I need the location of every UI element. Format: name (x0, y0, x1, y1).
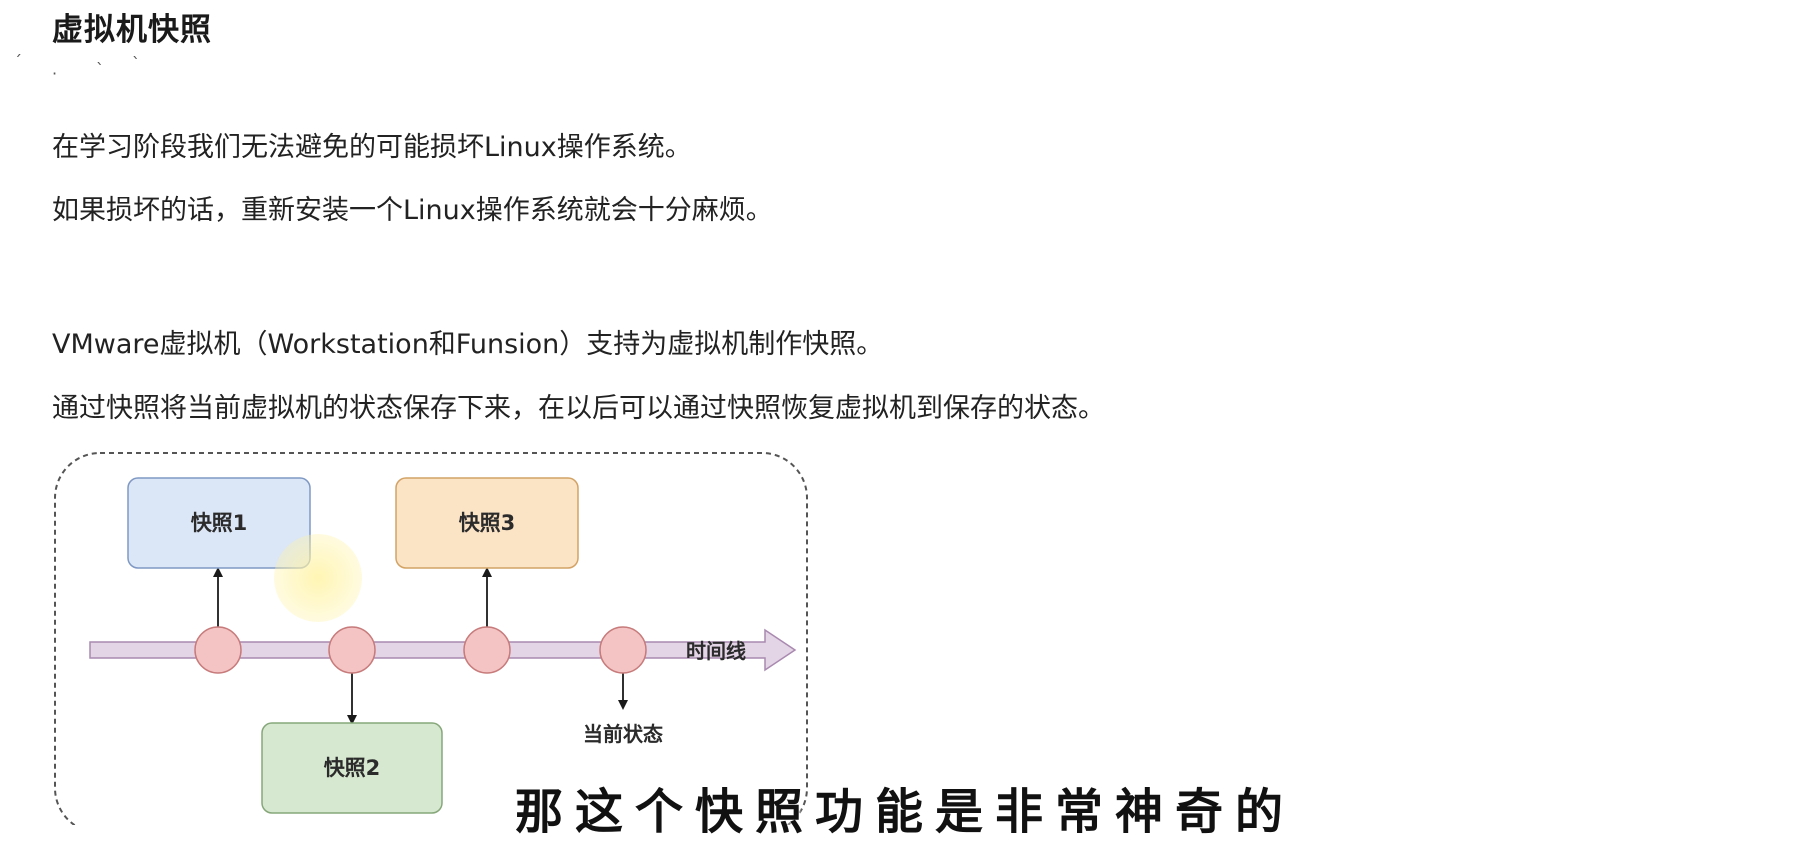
snapshot2-label: 快照2 (324, 756, 381, 780)
snapshot3-box (395, 477, 579, 569)
paragraph-4: 通过快照将当前虚拟机的状态保存下来，在以后可以通过快照恢复虚拟机到保存的状态。 (52, 393, 1105, 424)
paragraph-3: VMware虚拟机（Workstation和Funsion）支持为虚拟机制作快照… (52, 329, 884, 360)
snapshot3-label: 快照3 (459, 511, 516, 535)
stray-mark: · (52, 64, 58, 83)
timeline-point-1 (194, 626, 242, 674)
diagram-frame (54, 452, 808, 825)
current-state-label: 当前状态 (583, 722, 663, 746)
stray-mark: ˎ (132, 40, 140, 59)
snapshot-diagram: 时间线 快照1 快照3 快照2 当前状态 (54, 452, 808, 825)
paragraph-2: 如果损坏的话，重新安装一个Linux操作系统就会十分麻烦。 (52, 195, 773, 226)
cursor-highlight (274, 534, 362, 622)
stray-mark: ˏ (14, 38, 22, 57)
stray-mark: ˋ (96, 60, 104, 79)
timeline-point-2 (328, 626, 376, 674)
timeline-point-4 (599, 626, 647, 674)
video-subtitle: 那这个快照功能是非常神奇的 (515, 784, 1296, 840)
timeline-point-3 (463, 626, 511, 674)
page-title: 虚拟机快照 (52, 12, 212, 48)
timeline-label: 时间线 (686, 639, 746, 663)
snapshot1-label: 快照1 (191, 511, 248, 535)
paragraph-1: 在学习阶段我们无法避免的可能损坏Linux操作系统。 (52, 132, 692, 163)
snapshot1-box (127, 477, 311, 569)
snapshot2-box (261, 722, 443, 814)
